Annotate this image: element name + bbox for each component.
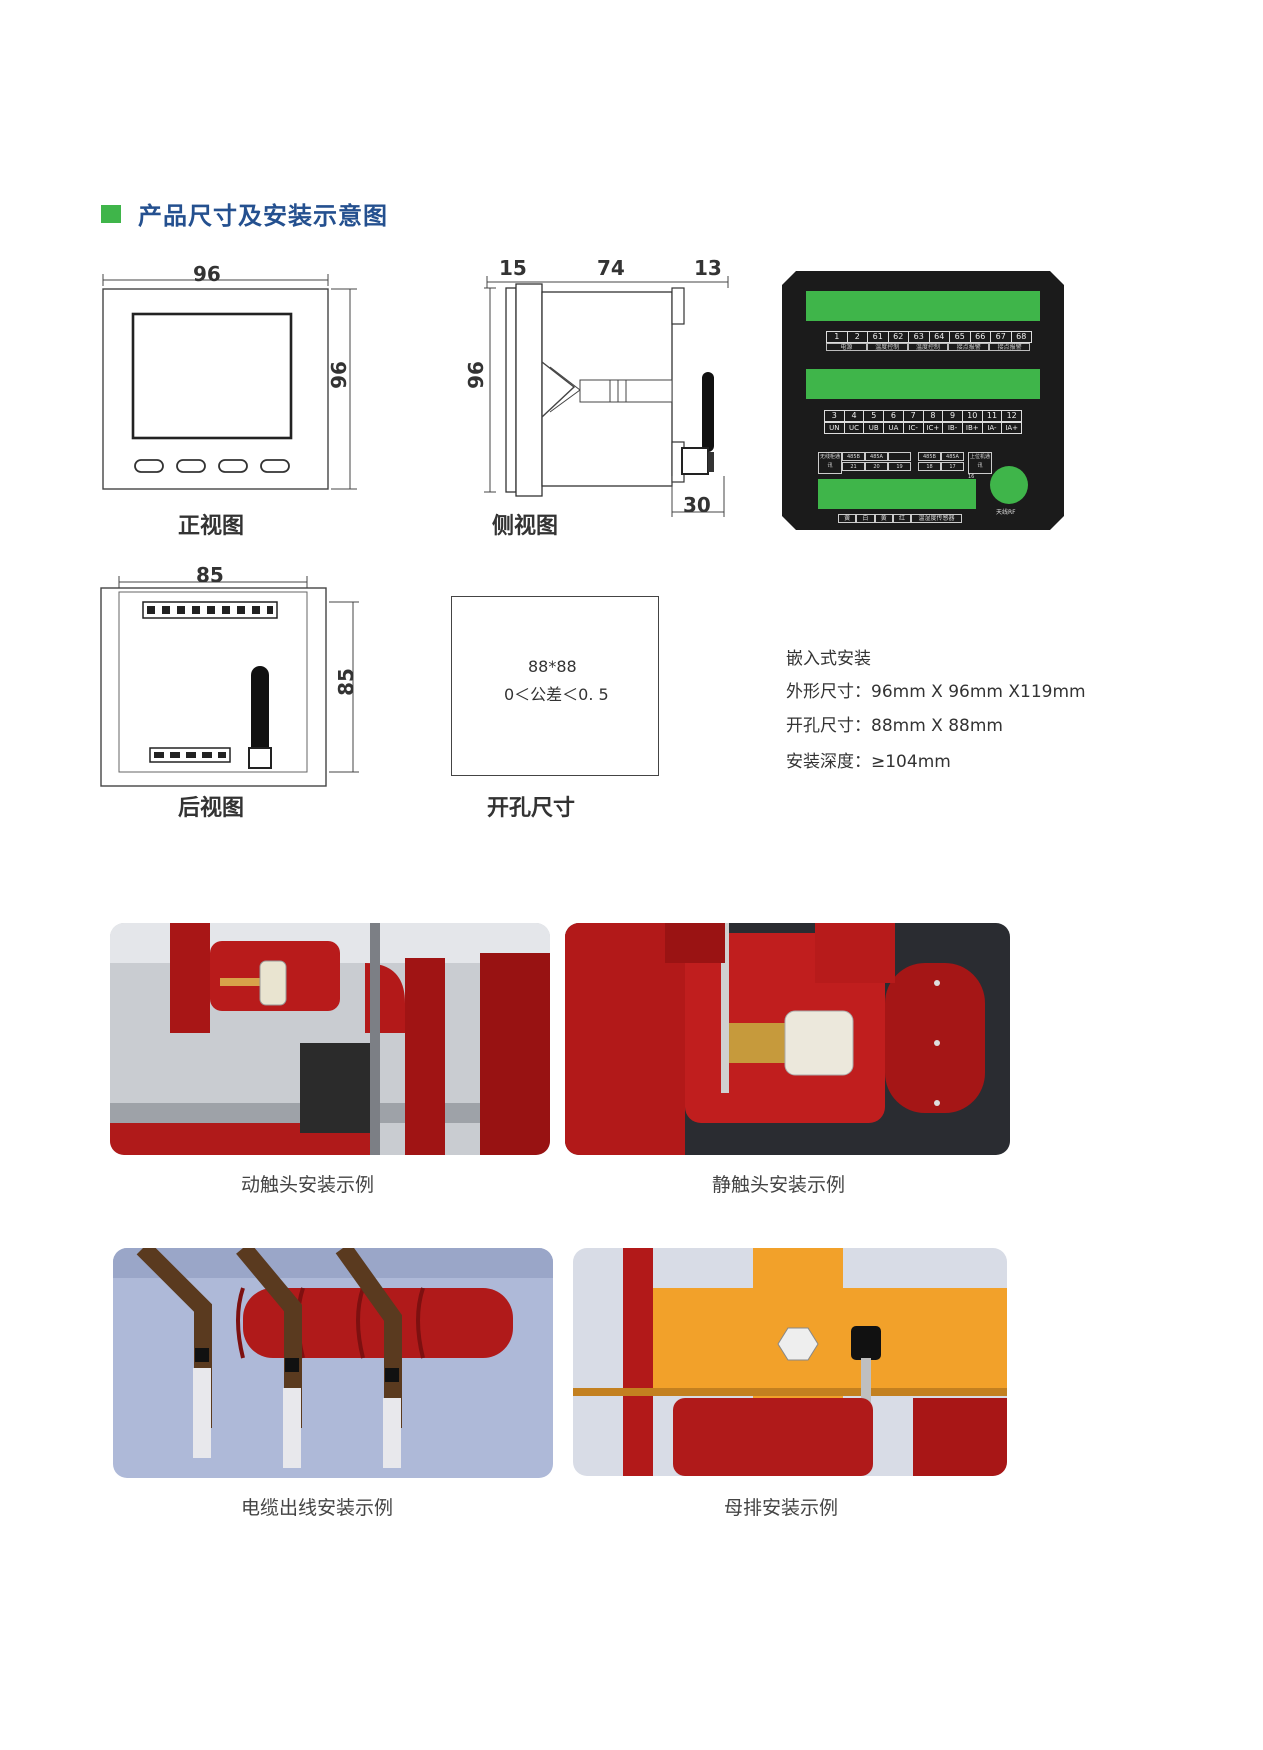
terminal-signal-label: IB- xyxy=(943,423,963,433)
side-bottom-label: 30 xyxy=(683,493,711,517)
back-width-label: 85 xyxy=(196,563,224,587)
cable-outlet-caption: 电缆出线安装示例 xyxy=(241,1497,394,1519)
terminal-number: 7 xyxy=(904,411,924,421)
terminal-number: 3 xyxy=(825,411,845,421)
cutout-box xyxy=(451,596,659,776)
terminal-number: 4 xyxy=(845,411,865,421)
cable-outlet-photo xyxy=(113,1248,553,1478)
side-dim-b: 74 xyxy=(597,256,625,280)
section-title: 产品尺寸及安装示意图 xyxy=(138,202,388,230)
terminal-signal-label: IB+ xyxy=(963,423,983,433)
terminal-number: 8 xyxy=(924,411,944,421)
side-height-label: 96 xyxy=(463,361,488,389)
cutout-size-text: 88*88 xyxy=(528,657,577,676)
terminal-number: 5 xyxy=(864,411,885,421)
front-height-label: 96 xyxy=(326,361,351,389)
terminal-signal-label: UB xyxy=(864,423,885,433)
static-contact-photo xyxy=(565,923,1010,1155)
sensor-label: 温湿度传感器 xyxy=(911,514,962,523)
terminal-number: 11 xyxy=(983,411,1003,421)
terminal-number: 6 xyxy=(884,411,904,421)
comm-number: 18 xyxy=(918,462,941,471)
terminal-panel: 1 2 61 62 63 64 65 66 67 68 电源 温度控制 温度控制… xyxy=(782,271,1064,530)
comm-label xyxy=(888,452,911,461)
sensor-label: 黄 xyxy=(838,514,857,523)
terminal-number: 64 xyxy=(930,332,950,342)
terminal-strip-middle xyxy=(806,369,1040,399)
terminal-signal-label: UN xyxy=(825,423,845,433)
comm-label: 485A xyxy=(941,452,964,461)
terminal-signal-label: IC+ xyxy=(924,423,944,433)
comm-side-left: 无线柜通讯 xyxy=(818,452,842,474)
terminal-strip-bottom xyxy=(818,479,976,509)
comm-side-right: 上位机通讯 xyxy=(968,452,992,474)
terminal-number: 62 xyxy=(889,332,909,342)
terminal-number: 63 xyxy=(909,332,930,342)
terminal-number: 61 xyxy=(868,332,889,342)
comm-number: 21 xyxy=(842,462,865,471)
comm-block-left: 485B 485A 21 20 19 xyxy=(842,452,914,472)
terminal-signal-label: IA+ xyxy=(1005,424,1019,432)
antenna-label: 天线RF xyxy=(996,509,1016,516)
comm-number: 17 xyxy=(941,462,964,471)
terminal-number: 67 xyxy=(991,332,1012,342)
side-view-drawing xyxy=(484,276,729,517)
terminal-group-label: 电源 xyxy=(826,343,867,351)
sensor-label: 红 xyxy=(892,514,912,523)
terminal-strip-top xyxy=(806,291,1040,321)
install-type: 嵌入式安装 xyxy=(786,649,871,669)
comm-number: 20 xyxy=(865,462,888,471)
outer-dimensions: 外形尺寸：96mm X 96mm X119mm xyxy=(786,682,1086,702)
terminal-group-label: 温度控制 xyxy=(866,343,908,351)
install-depth: 安装深度：≥104mm xyxy=(786,752,951,772)
cutout-dimensions: 开孔尺寸：88mm X 88mm xyxy=(786,716,1003,736)
antenna-connector xyxy=(990,466,1028,504)
section-marker xyxy=(101,205,121,223)
terminal-signal-label: UA xyxy=(884,423,904,433)
terminal-group-label: 接点报警 xyxy=(989,343,1030,351)
back-view-caption: 后视图 xyxy=(178,796,245,821)
sensor-label: 黄 xyxy=(874,514,893,523)
terminal-number: 66 xyxy=(971,332,991,342)
comm-label: 485B xyxy=(918,452,941,461)
side-dim-a: 15 xyxy=(499,256,527,280)
comm-block-right: 485B 485A 18 17 xyxy=(918,452,966,472)
terminal-number: 68 xyxy=(1016,332,1027,341)
front-width-label: 96 xyxy=(193,262,221,286)
terminal-number: 12 xyxy=(1006,411,1017,420)
terminal-top-numbers: 1 2 61 62 63 64 65 66 67 68 xyxy=(826,331,1032,343)
cutout-caption: 开孔尺寸 xyxy=(487,796,576,821)
front-view-caption: 正视图 xyxy=(178,514,245,539)
side-dim-c: 13 xyxy=(694,256,722,280)
back-height-label: 85 xyxy=(333,668,358,696)
terminal-number: 2 xyxy=(848,332,868,342)
terminal-signal-label: UC xyxy=(845,423,865,433)
terminal-signal-label: IC- xyxy=(904,423,924,433)
terminal-number: 65 xyxy=(950,332,971,342)
terminal-bottom-labels: 黄 白 黄 红 温湿度传感器 xyxy=(838,514,962,523)
comm-label: 485A xyxy=(865,452,888,461)
comm-number: 16 xyxy=(968,474,975,480)
terminal-top-groups: 电源 温度控制 温度控制 接点报警 接点报警 xyxy=(826,343,1030,351)
busbar-caption: 母排安装示例 xyxy=(724,1497,839,1519)
comm-label: 485B xyxy=(842,452,865,461)
terminal-group-label: 温度控制 xyxy=(907,343,949,351)
static-contact-caption: 静触头安装示例 xyxy=(712,1174,846,1196)
terminal-signal-label: IA- xyxy=(983,423,1003,433)
moving-contact-photo xyxy=(110,923,550,1155)
side-view-caption: 侧视图 xyxy=(492,514,559,539)
terminal-number: 9 xyxy=(943,411,963,421)
terminal-mid-labels: UN UC UB UA IC- IC+ IB- IB+ IA- IA+ xyxy=(824,422,1022,434)
back-view-drawing xyxy=(100,576,359,787)
front-view-drawing xyxy=(102,274,357,490)
comm-number: 19 xyxy=(888,462,911,471)
cutout-tolerance-text: 0＜公差＜0. 5 xyxy=(504,685,609,704)
busbar-photo xyxy=(573,1248,1007,1476)
moving-contact-caption: 动触头安装示例 xyxy=(241,1174,375,1196)
terminal-mid-numbers: 3 4 5 6 7 8 9 10 11 12 xyxy=(824,410,1022,422)
terminal-number: 10 xyxy=(963,411,983,421)
sensor-label: 白 xyxy=(856,514,875,523)
terminal-group-label: 接点报警 xyxy=(948,343,990,351)
terminal-number: 1 xyxy=(827,332,848,342)
